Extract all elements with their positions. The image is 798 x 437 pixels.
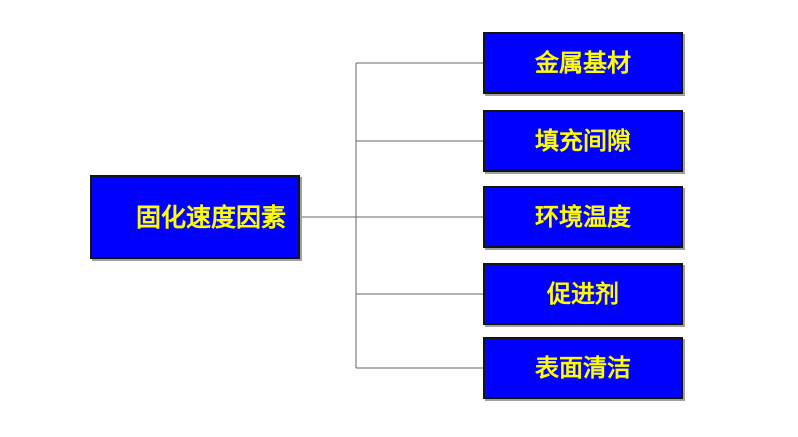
child-node-label: 金属基材 [535, 49, 631, 77]
child-node-label: 促进剂 [547, 280, 619, 308]
root-node-curing-speed-factors: 固化速度因素 [90, 175, 300, 259]
connector-group [300, 62, 483, 369]
child-node-label: 表面清洁 [535, 354, 631, 382]
root-node-label: 固化速度因素 [135, 202, 286, 232]
child-node-label: 环境温度 [535, 203, 631, 231]
child-node-fill-gap: 填充间隙 [483, 110, 683, 172]
child-node-metal-substrate: 金属基材 [483, 32, 683, 94]
child-node-label: 填充间隙 [535, 127, 631, 155]
child-node-accelerator: 促进剂 [483, 263, 683, 325]
child-node-surface-cleanliness: 表面清洁 [483, 337, 683, 399]
child-node-ambient-temperature: 环境温度 [483, 186, 683, 248]
